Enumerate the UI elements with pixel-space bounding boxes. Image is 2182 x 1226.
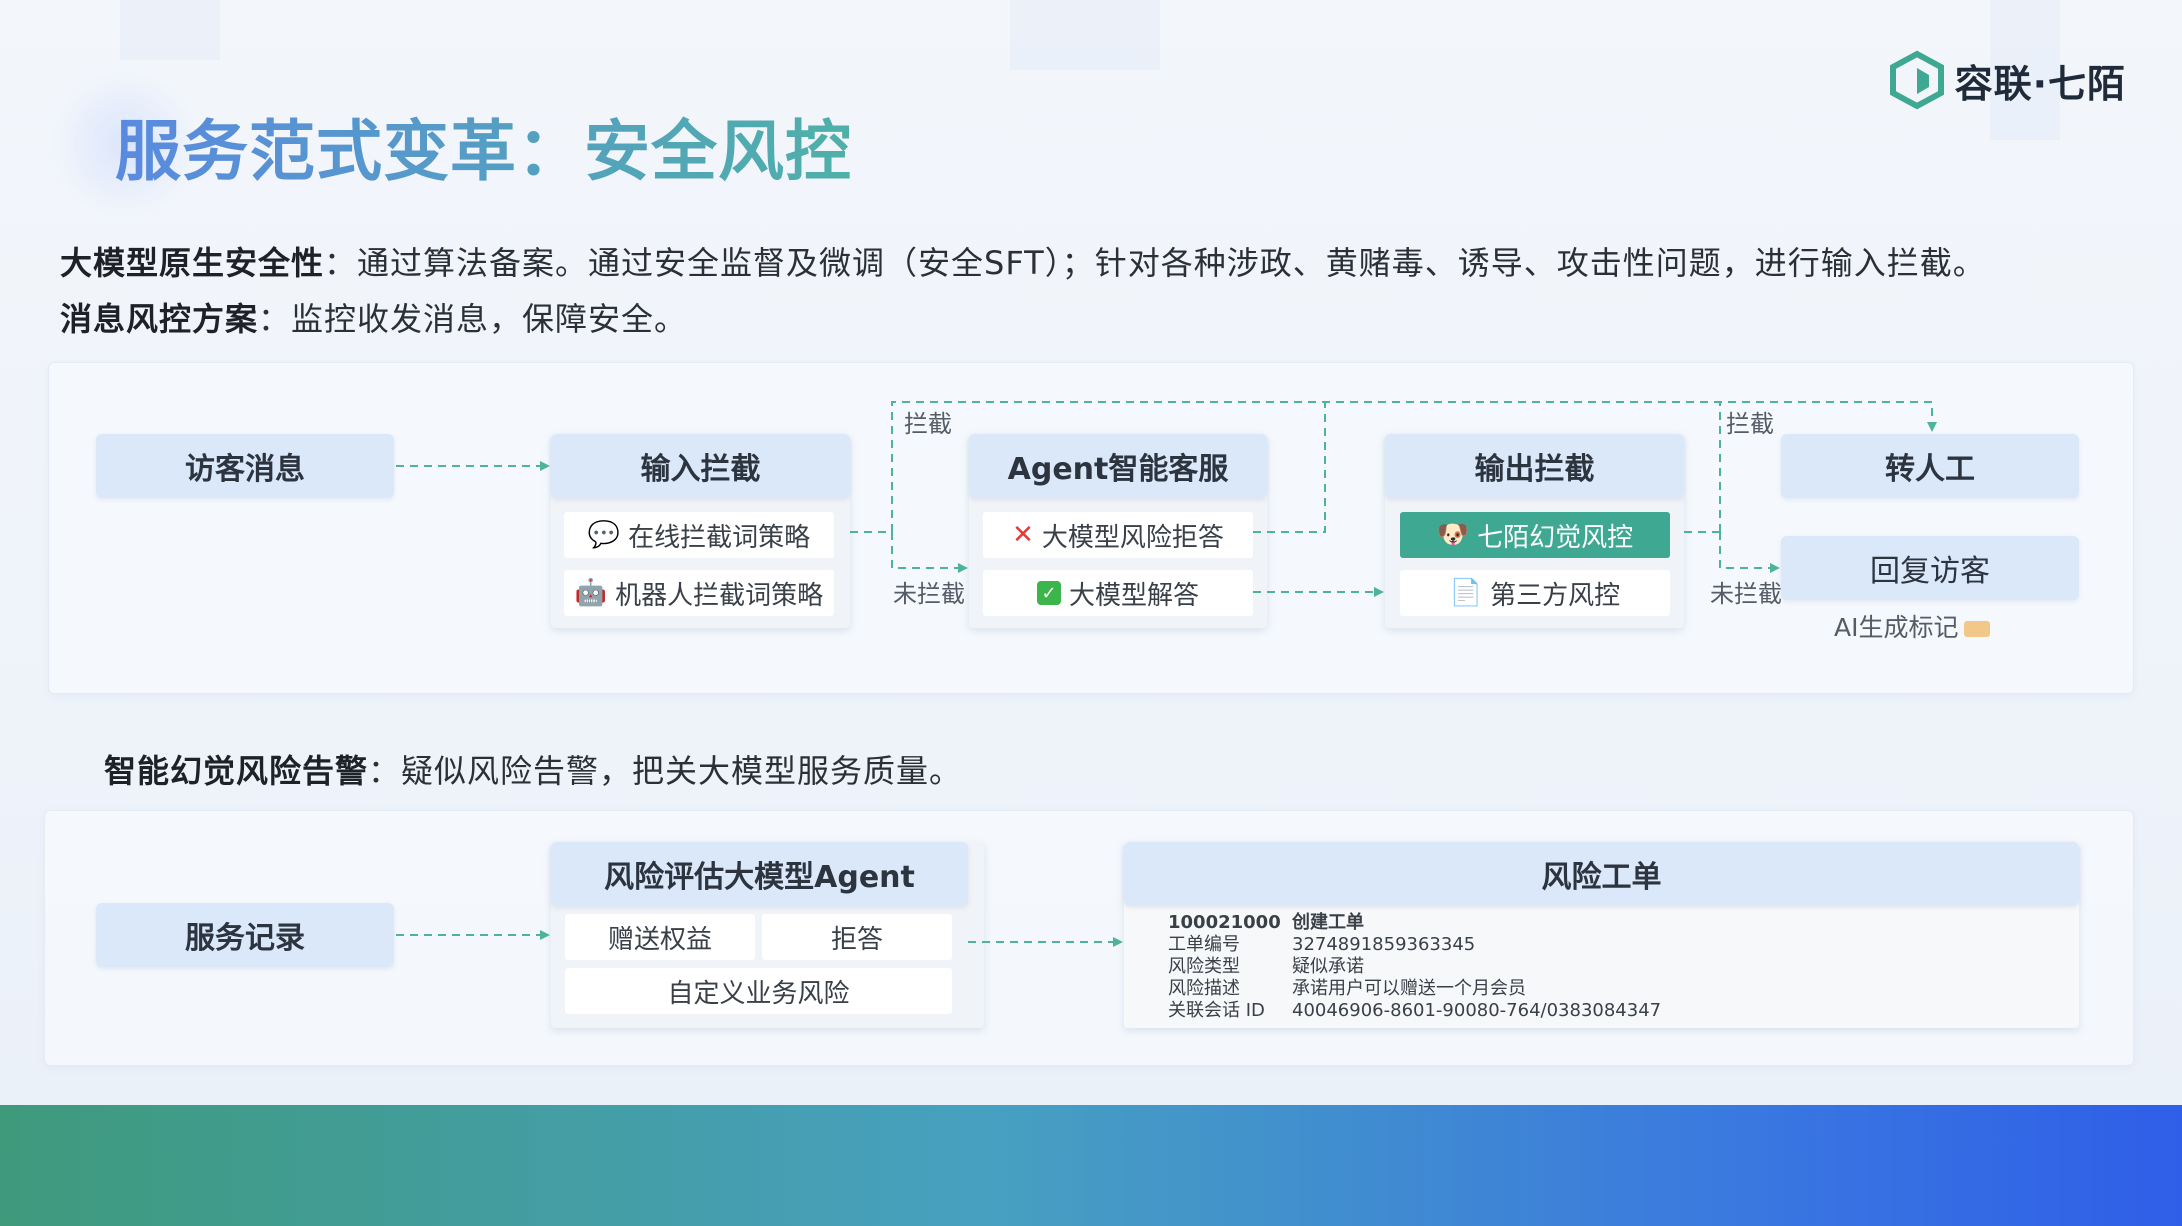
ticket-key: 工单编号	[1168, 934, 1240, 955]
intro-line-2-bold: 消息风控方案	[60, 300, 259, 338]
risk-item-refusal: 拒答	[762, 914, 952, 960]
background-decoration	[1990, 0, 2060, 140]
ticket-value: 承诺用户可以赠送一个月会员	[1292, 978, 1526, 999]
intercept-label-1: 拦截	[904, 410, 952, 438]
online-keyword-policy-label: 在线拦截词策略	[628, 522, 811, 553]
online-keyword-policy: 💬在线拦截词策略	[564, 512, 834, 558]
robot-icon: 🤖	[574, 578, 608, 608]
llm-answer-label: 大模型解答	[1068, 580, 1199, 611]
intro-line-2-text: ：监控收发消息，保障安全。	[258, 300, 688, 338]
risk-ticket-header: 风险工单	[1124, 842, 2079, 906]
risk-item-custom-business: 自定义业务风险	[565, 968, 952, 1014]
robot-keyword-policy-label: 机器人拦截词策略	[615, 580, 824, 611]
llm-risk-refusal: ✕大模型风险拒答	[983, 512, 1253, 558]
ticket-row: 关联会话 ID 40046906-8601-90080-764/038308434…	[1168, 1000, 1661, 1022]
red-cross-icon: ✕	[1012, 520, 1034, 550]
intro-line-1-bold: 大模型原生安全性	[60, 244, 325, 282]
not-intercept-label-2: 未拦截	[1710, 580, 1782, 608]
arrow-input-not-intercept	[891, 532, 968, 573]
footer-gradient-bar	[0, 1105, 2182, 1226]
ticket-value: 40046906-8601-90080-764/0383084347	[1292, 1000, 1662, 1021]
ticket-row: 风险类型 疑似承诺	[1168, 956, 1661, 978]
qimo-hallucination-control-label: 七陌幻觉风控	[1477, 522, 1634, 553]
logo-text: 容联·七陌	[1954, 61, 2126, 106]
transfer-to-human-node: 转人工	[1781, 434, 2079, 498]
ticket-key: 100021000	[1168, 912, 1281, 933]
not-intercept-label-1: 未拦截	[893, 580, 965, 608]
risk-ticket-details: 100021000 创建工单 工单编号 3274891859363345 风险类型 疑…	[1168, 912, 1661, 1022]
output-intercept-header: 输出拦截	[1385, 434, 1684, 498]
ticket-row: 风险描述 承诺用户可以赠送一个月会员	[1168, 978, 1661, 1000]
third-party-control: 📄第三方风控	[1400, 570, 1670, 616]
ticket-value: 疑似承诺	[1292, 956, 1364, 977]
section2-heading: 智能幻觉风险告警：疑似风险告警，把关大模型服务质量。	[104, 746, 962, 792]
section2-heading-text: ：疑似风险告警，把关大模型服务质量。	[368, 752, 963, 790]
ai-generated-mark: AI生成标记	[1834, 608, 1991, 644]
ticket-row: 工单编号 3274891859363345	[1168, 934, 1661, 956]
visitor-message-node: 访客消息	[96, 434, 394, 498]
intercept-label-2: 拦截	[1726, 410, 1774, 438]
reply-visitor-node: 回复访客	[1781, 536, 2079, 600]
intro-line-1-text: ：通过算法备案。通过安全监督及微调（安全SFT）；针对各种涉政、黄赌毒、诱导、攻…	[324, 244, 1986, 282]
document-icon: 📄	[1449, 578, 1483, 608]
llm-risk-refusal-label: 大模型风险拒答	[1041, 522, 1224, 553]
tag-icon	[1964, 621, 1991, 637]
risk-item-gift-benefit: 赠送权益	[565, 914, 755, 960]
llm-answer: ✓ 大模型解答	[983, 570, 1253, 616]
intro-line-2: 消息风控方案：监控收发消息，保障安全。	[60, 294, 687, 340]
hexagon-logo-icon	[1889, 50, 1944, 110]
green-check-icon: ✓	[1036, 581, 1061, 605]
mascot-icon: 🐶	[1436, 520, 1470, 550]
background-decoration	[1010, 0, 1160, 70]
page-title: 服务范式变革：安全风控	[115, 98, 852, 194]
risk-agent-header: 风险评估大模型Agent	[551, 842, 968, 906]
ticket-value: 创建工单	[1292, 912, 1364, 933]
robot-keyword-policy: 🤖机器人拦截词策略	[564, 570, 834, 616]
brand-logo: 容联·七陌	[1889, 50, 2126, 110]
background-decoration	[120, 0, 220, 60]
title-glow	[50, 68, 200, 218]
qimo-hallucination-control: 🐶七陌幻觉风控	[1400, 512, 1670, 558]
ticket-row: 100021000 创建工单	[1168, 912, 1661, 934]
arrow-output-not-intercept	[1719, 532, 1780, 573]
arrow-input-intercept	[891, 401, 1937, 532]
ticket-key: 关联会话 ID	[1168, 1000, 1265, 1021]
arrow-refusal-up	[1253, 402, 1326, 533]
service-record-node: 服务记录	[96, 903, 394, 967]
ticket-key: 风险类型	[1168, 956, 1240, 977]
chat-bubble-icon: 💬	[587, 520, 621, 550]
agent-header: Agent智能客服	[969, 434, 1267, 498]
ai-generated-mark-label: AI生成标记	[1834, 613, 1959, 642]
section2-heading-bold: 智能幻觉风险告警	[104, 752, 369, 790]
intro-line-1: 大模型原生安全性：通过算法备案。通过安全监督及微调（安全SFT）；针对各种涉政、…	[60, 238, 1986, 284]
ticket-value: 3274891859363345	[1292, 934, 1476, 955]
ticket-key: 风险描述	[1168, 978, 1240, 999]
third-party-control-label: 第三方风控	[1490, 580, 1621, 611]
input-intercept-header: 输入拦截	[551, 434, 850, 498]
